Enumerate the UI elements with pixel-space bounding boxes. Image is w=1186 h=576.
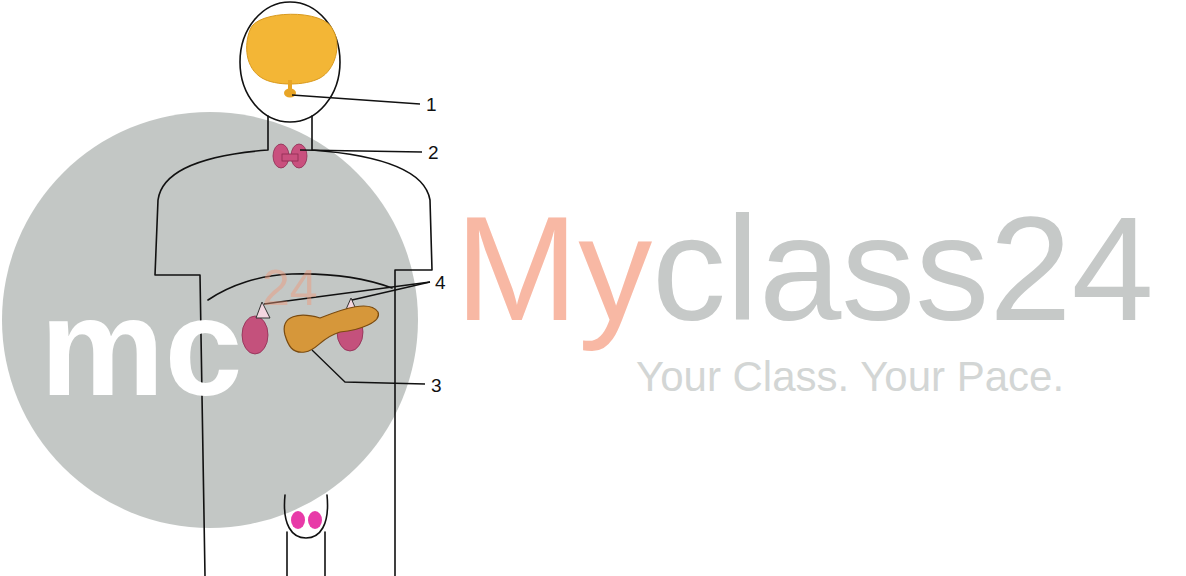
leader-line bbox=[300, 150, 422, 152]
callout-number: 1 bbox=[426, 95, 437, 114]
watermark-text: mc bbox=[40, 277, 242, 417]
leg-outline bbox=[286, 532, 288, 576]
leader-line bbox=[352, 282, 430, 300]
callout-number: 2 bbox=[428, 143, 439, 162]
testis bbox=[308, 511, 322, 529]
leader-line bbox=[292, 95, 420, 104]
callout-number: 3 bbox=[431, 376, 442, 395]
watermark-text: 24 bbox=[262, 263, 318, 313]
watermark-circle bbox=[2, 112, 418, 528]
leg-outline bbox=[324, 532, 326, 576]
brain bbox=[247, 14, 337, 84]
thyroid-isthmus bbox=[282, 154, 298, 161]
watermark-text: Your Class. Your Pace. bbox=[636, 356, 1064, 398]
testis bbox=[291, 511, 305, 529]
head-outline bbox=[240, 2, 340, 122]
body-right-outline bbox=[312, 116, 432, 576]
kidney bbox=[242, 316, 268, 354]
watermark-text: My bbox=[455, 195, 652, 343]
scrotum-outline bbox=[284, 495, 327, 538]
callout-number: 4 bbox=[435, 273, 446, 292]
pituitary-gland bbox=[284, 89, 296, 98]
watermark-text: class24 bbox=[652, 195, 1154, 343]
leader-line bbox=[312, 350, 425, 384]
